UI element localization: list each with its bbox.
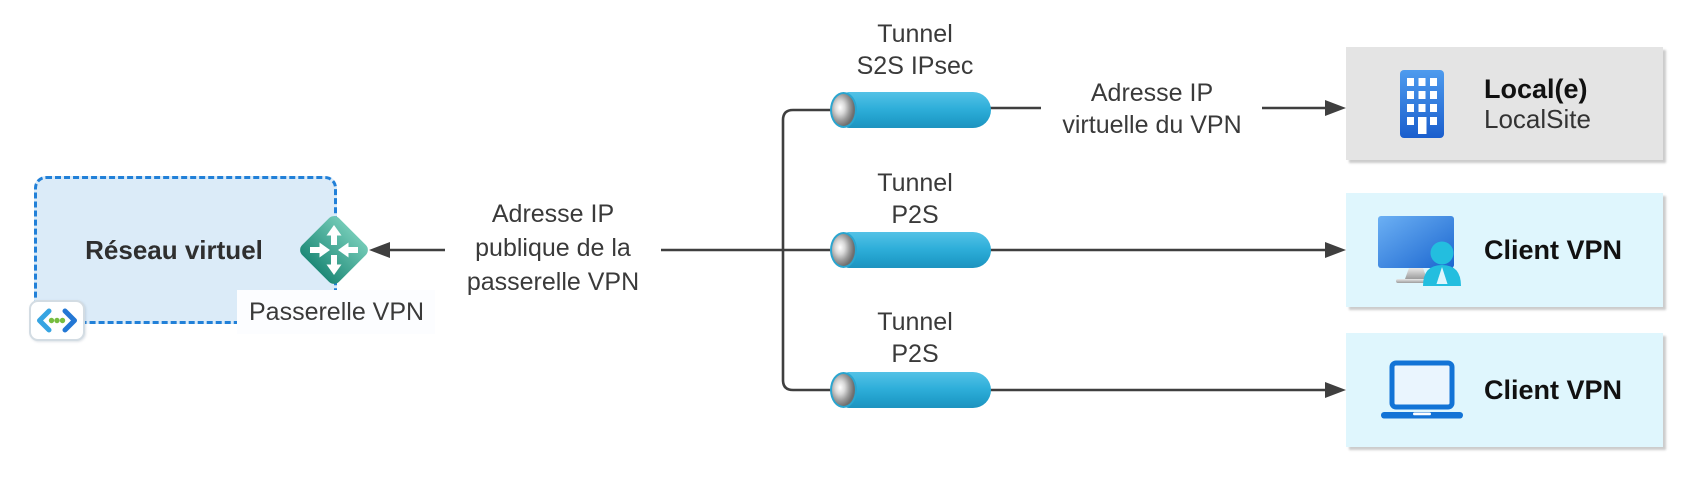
public-ip-line3: passerelle VPN (466, 268, 640, 296)
pipe-body (843, 372, 991, 408)
virtual-ip-label: Adresse IP virtuelle du VPN (1042, 77, 1262, 141)
arrowhead-to-client2 (1325, 382, 1346, 398)
tunnel-p2s2-line2: P2S (891, 340, 939, 368)
virtual-ip-line2: virtuelle du VPN (1062, 111, 1242, 139)
tunnel-s2s-line2: S2S IPsec (856, 52, 974, 80)
tunnel-p2s1-label: Tunnel P2S (815, 167, 1015, 231)
tunnel-s2s-line1: Tunnel (877, 20, 953, 48)
endpoint-subtitle: LocalSite (1484, 103, 1591, 134)
endpoint-vpn-client-laptop: Client VPN (1346, 333, 1663, 447)
endpoint-local-site: Local(e) LocalSite (1346, 47, 1663, 160)
tunnel-s2s-label: Tunnel S2S IPsec (815, 18, 1015, 82)
public-ip-label: Adresse IP publique de la passerelle VPN (445, 197, 661, 299)
gateway-label: Passerelle VPN (249, 298, 425, 326)
pipe-mouth (830, 232, 857, 268)
endpoint-vpn-client-desktop: Client VPN (1346, 193, 1663, 307)
tunnel-p2s1-line1: Tunnel (877, 169, 953, 197)
virtual-network-boundary (34, 176, 337, 324)
pipe-mouth (830, 372, 857, 408)
virtual-network-label: Réseau virtuel (85, 234, 263, 265)
tunnel-p2s2-pipe-icon (830, 372, 991, 408)
tunnel-p2s1-line2: P2S (891, 201, 939, 229)
tunnel-p2s1-pipe-icon (830, 232, 991, 268)
pipe-body (843, 232, 991, 268)
tunnel-p2s2-line1: Tunnel (877, 308, 953, 336)
vnet-chevrons-icon (37, 308, 77, 333)
public-ip-line2: publique de la (475, 234, 631, 262)
building-icon (1400, 69, 1444, 138)
tunnel-s2s-pipe-icon (830, 92, 991, 128)
virtual-ip-line1: Adresse IP (1090, 79, 1214, 107)
laptop-icon (1381, 360, 1463, 419)
gateway-label-background (237, 290, 435, 334)
pipe-mouth (830, 92, 857, 128)
wire-branch (781, 108, 843, 392)
endpoint-title: Client VPN (1484, 235, 1623, 265)
desktop-user-icon (1378, 216, 1461, 286)
vpn-gateway-icon (300, 216, 368, 284)
endpoint-title: Client VPN (1484, 375, 1623, 405)
arrowhead-to-gateway (369, 242, 390, 258)
arrowhead-to-local (1325, 100, 1346, 116)
tunnel-p2s2-label: Tunnel P2S (815, 306, 1015, 370)
pipe-body (843, 92, 991, 128)
public-ip-line1: Adresse IP (491, 200, 615, 228)
arrowhead-to-client1 (1325, 242, 1346, 258)
virtual-network-icon (29, 300, 85, 341)
endpoint-title: Local(e) (1484, 73, 1588, 104)
